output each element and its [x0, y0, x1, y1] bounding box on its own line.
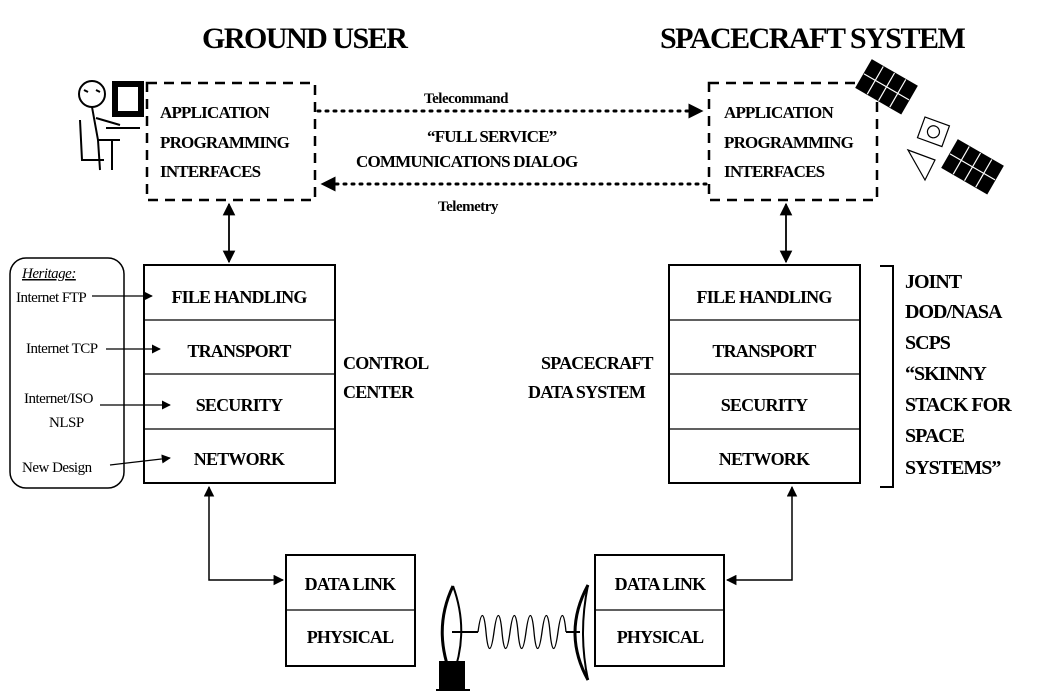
stack-right-network: NETWORK — [719, 449, 810, 469]
heritage-item-tcp: Internet TCP — [26, 341, 98, 357]
api-left-line3: INTERFACES — [160, 162, 261, 181]
stack-link-arrow-left — [209, 487, 283, 580]
ground-user-title: GROUND USER — [202, 22, 408, 55]
link-left-data-link: DATA LINK — [305, 574, 396, 594]
api-left-line1: APPLICATION — [160, 103, 270, 122]
heritage-item-ftp: Internet FTP — [16, 290, 86, 306]
stack-right-security: SECURITY — [721, 395, 808, 415]
ground-antenna-icon — [436, 586, 478, 690]
joint-line4: “SKINNY — [905, 363, 987, 385]
heritage-item-nlsp: NLSP — [49, 415, 84, 431]
heritage-item-iso: Internet/ISO — [24, 391, 94, 407]
api-right-line2: PROGRAMMING — [724, 133, 854, 152]
heritage-item-new-design: New Design — [22, 460, 93, 476]
stack-left-network: NETWORK — [194, 449, 285, 469]
link-right-physical: PHYSICAL — [617, 627, 704, 647]
telemetry-label: Telemetry — [438, 199, 499, 215]
user-at-computer-icon — [79, 81, 143, 170]
api-right-line1: APPLICATION — [724, 103, 834, 122]
api-right-line3: INTERFACES — [724, 162, 825, 181]
stack-left-transport: TRANSPORT — [187, 341, 291, 361]
joint-line6: SPACE — [905, 425, 965, 447]
spacecraft-data-system-line2: DATA SYSTEM — [528, 382, 646, 402]
control-center-line1: CONTROL — [343, 353, 429, 373]
stack-left-file-handling: FILE HANDLING — [171, 287, 307, 307]
joint-line3: SCPS — [905, 332, 951, 354]
link-left-physical: PHYSICAL — [307, 627, 394, 647]
joint-line2: DOD/NASA — [905, 301, 1003, 323]
heritage-arrow-new-design — [110, 458, 170, 465]
stack-link-arrow-right — [727, 487, 792, 580]
stack-left-security: SECURITY — [196, 395, 283, 415]
joint-line7: SYSTEMS” — [905, 457, 1001, 479]
api-left-line2: PROGRAMMING — [160, 133, 290, 152]
rf-link-coil — [478, 616, 566, 649]
telecommand-label: Telecommand — [424, 91, 509, 107]
control-center-line2: CENTER — [343, 382, 415, 402]
dialog-line1: “FULL SERVICE” — [427, 127, 557, 146]
joint-line5: STACK FOR — [905, 394, 1012, 416]
link-right-data-link: DATA LINK — [615, 574, 706, 594]
stack-right-transport: TRANSPORT — [712, 341, 816, 361]
stack-right-file-handling: FILE HANDLING — [696, 287, 832, 307]
joint-bracket — [880, 266, 893, 487]
spacecraft-system-title: SPACECRAFT SYSTEM — [660, 22, 965, 55]
space-antenna-icon — [566, 585, 588, 680]
spacecraft-data-system-line1: SPACECRAFT — [541, 353, 653, 373]
heritage-title: Heritage: — [21, 266, 76, 282]
dialog-line2: COMMUNICATIONS DIALOG — [356, 152, 578, 171]
joint-line1: JOINT — [905, 271, 963, 293]
